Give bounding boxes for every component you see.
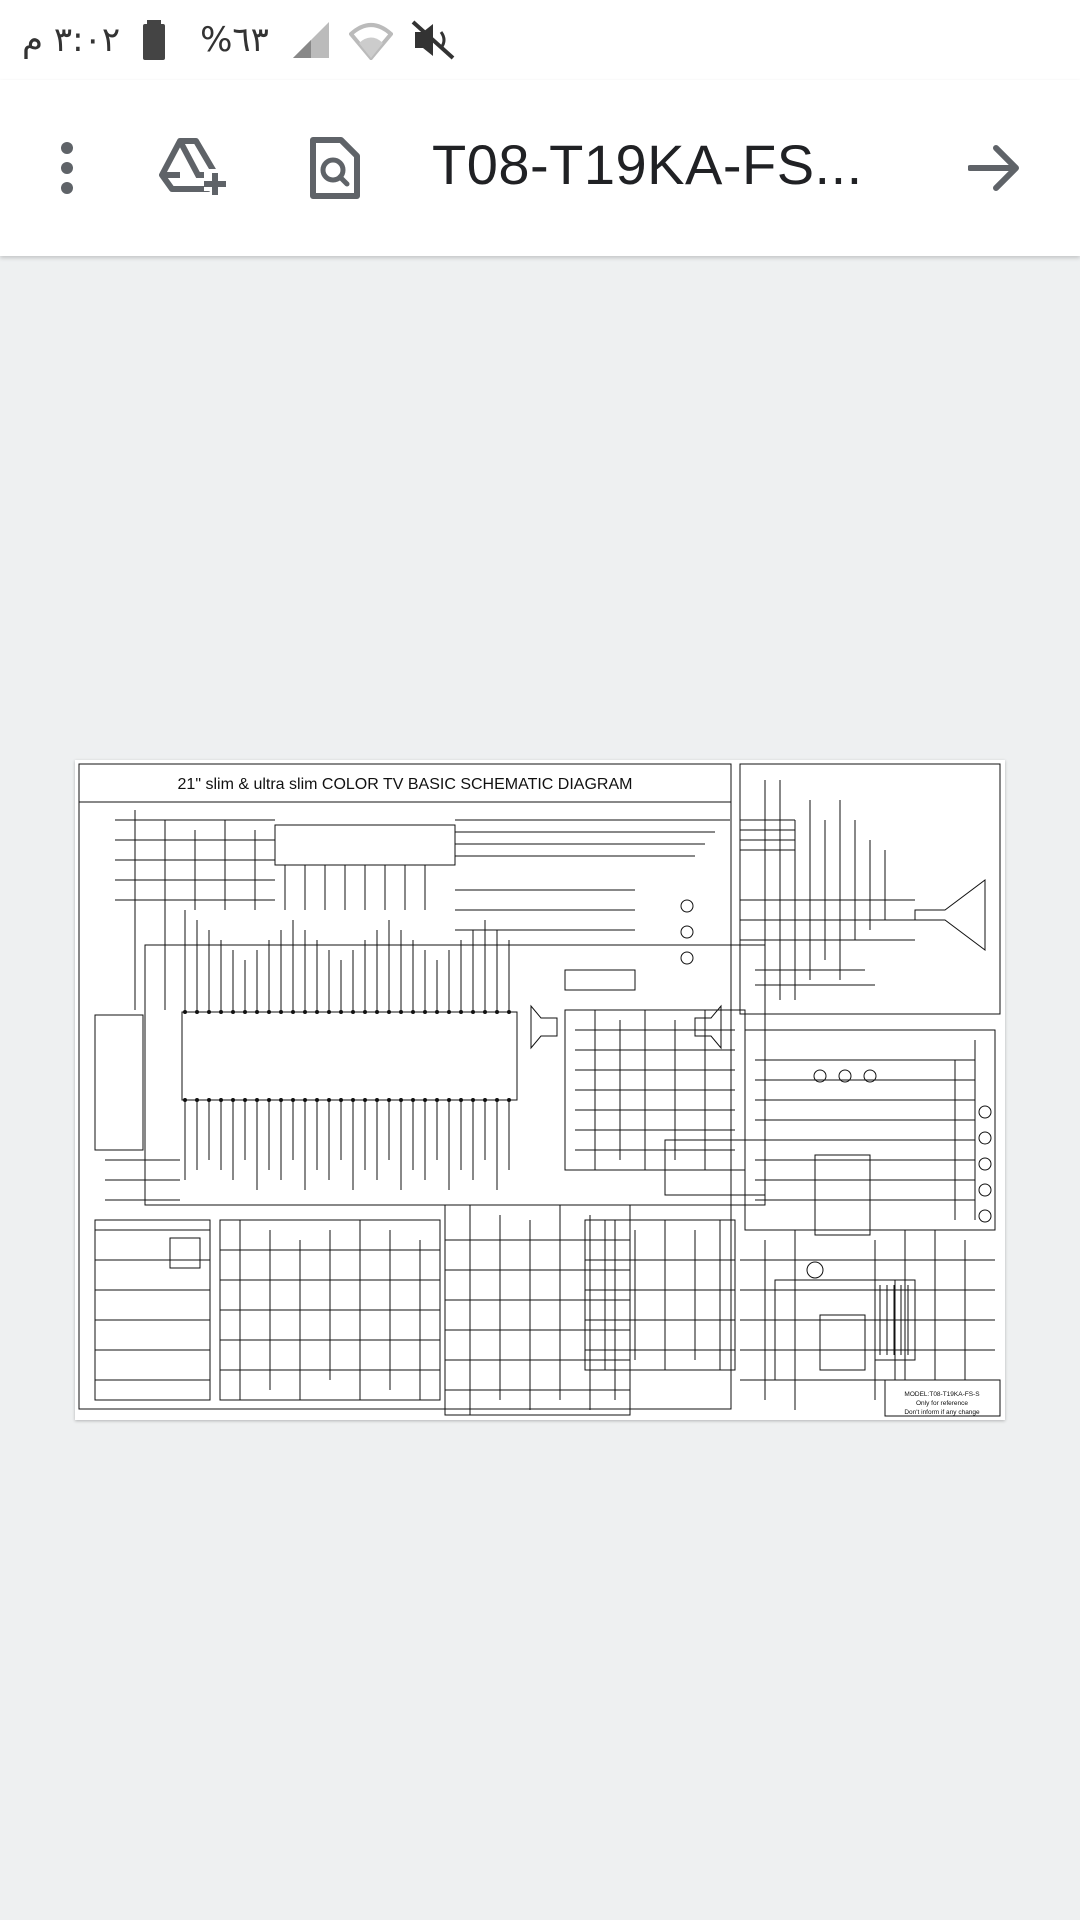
add-to-drive-button[interactable] (148, 123, 238, 213)
status-bar: ٣:٠٢ م ٦٣% (0, 0, 1080, 80)
document-page[interactable]: 21" slim & ultra slim COLOR TV BASIC SCH… (75, 760, 1005, 1420)
search-document-button[interactable] (290, 123, 380, 213)
battery-percent: ٦٣% (200, 20, 269, 60)
more-options-icon (61, 142, 73, 194)
status-time: ٣:٠٢ م (22, 20, 121, 60)
viewer-toolbar: T08-T19KA-FS... (0, 80, 1080, 256)
reference-note: Only for reference (916, 1400, 968, 1407)
search-document-icon (310, 137, 360, 199)
schematic-diagram: 21" slim & ultra slim COLOR TV BASIC SCH… (78, 763, 1001, 1417)
mute-icon (411, 20, 455, 60)
document-title: T08-T19KA-FS... (432, 133, 863, 196)
forward-button[interactable] (950, 123, 1040, 213)
diagram-title: 21" slim & ultra slim COLOR TV BASIC SCH… (178, 776, 633, 793)
wifi-icon (348, 20, 393, 60)
battery-icon (142, 20, 166, 60)
forward-arrow-icon (968, 145, 1019, 191)
model-label: MODEL:T08-T19KA-FS-S (904, 1391, 980, 1398)
change-note: Don't inform if any change (904, 1409, 980, 1416)
signal-icon (291, 20, 331, 60)
add-to-drive-icon (159, 138, 226, 195)
more-options-button[interactable] (22, 123, 112, 213)
